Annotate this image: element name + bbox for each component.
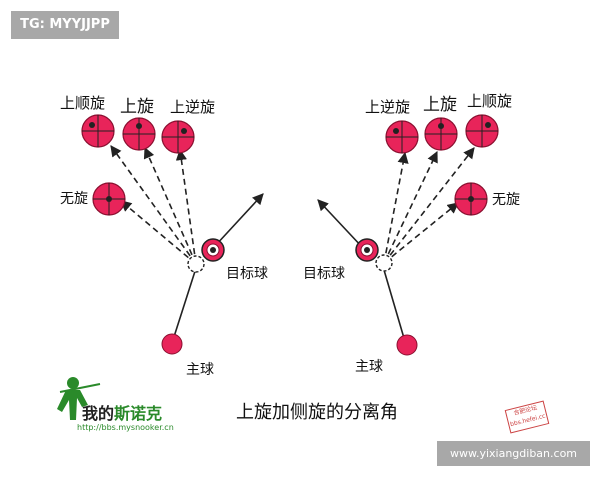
left-ball-top-spin <box>122 117 156 151</box>
right-label-top-spin: 上旋 <box>423 95 457 115</box>
right-cue-ball <box>396 334 418 356</box>
left-dash-top-left-spin <box>175 148 197 265</box>
right-label-cue-ball: 主球 <box>355 359 383 375</box>
left-ball-top-left-spin <box>161 120 195 154</box>
left-dash-top-spin <box>143 146 197 265</box>
right-label-top-left-spin: 上逆旋 <box>365 98 411 116</box>
diagram-caption: 上旋加侧旋的分离角 <box>236 402 398 423</box>
left-cue-path <box>171 264 198 344</box>
right-ball-top-spin <box>424 117 458 151</box>
right-dash-top-spin <box>383 150 438 264</box>
right-ghost-ball <box>375 254 393 272</box>
right-ball-no-spin <box>454 182 488 216</box>
left-diagram <box>81 114 264 355</box>
right-label-top-right-spin: 上顺旋 <box>467 92 513 110</box>
right-dash-no-spin <box>383 202 459 264</box>
logo-player-icon <box>57 377 101 420</box>
left-object-path-arrow <box>214 193 264 247</box>
right-label-no-spin: 无旋 <box>492 192 520 208</box>
left-label-top-spin: 上旋 <box>120 97 154 117</box>
logo-text-plain: 我的 <box>82 404 115 423</box>
left-ball-top-right-spin <box>81 114 115 148</box>
left-ball-no-spin <box>92 182 126 216</box>
right-ball-top-right-spin <box>465 114 499 148</box>
left-dash-no-spin <box>120 200 197 265</box>
left-dash-top-right-spin <box>110 145 197 265</box>
watermark-badge-top: TG: MYYJJPP <box>11 11 119 39</box>
left-label-cue-ball: 主球 <box>186 362 214 378</box>
right-label-object-ball: 目标球 <box>303 266 345 282</box>
right-diagram <box>317 114 499 356</box>
left-label-top-right-spin: 上顺旋 <box>60 94 106 112</box>
watermark-badge-bottom: www.yixiangdiban.com <box>437 441 590 466</box>
right-cue-path <box>383 269 407 346</box>
right-dash-top-left-spin <box>383 151 409 264</box>
right-dash-top-right-spin <box>383 147 475 264</box>
logo-text: 我的斯诺克 <box>82 400 162 424</box>
left-label-top-left-spin: 上逆旋 <box>170 98 216 116</box>
right-object-path-arrow <box>317 199 364 249</box>
left-label-object-ball: 目标球 <box>226 266 268 282</box>
left-label-no-spin: 无旋 <box>60 191 88 207</box>
left-cue-ball <box>161 333 183 355</box>
right-ball-top-left-spin <box>385 120 419 154</box>
left-ghost-ball <box>187 255 205 273</box>
right-object-ball <box>355 238 379 262</box>
left-object-ball <box>201 238 225 262</box>
logo-text-highlight: 斯诺克 <box>114 404 163 423</box>
logo-url: http://bbs.mysnooker.cn <box>77 423 174 432</box>
